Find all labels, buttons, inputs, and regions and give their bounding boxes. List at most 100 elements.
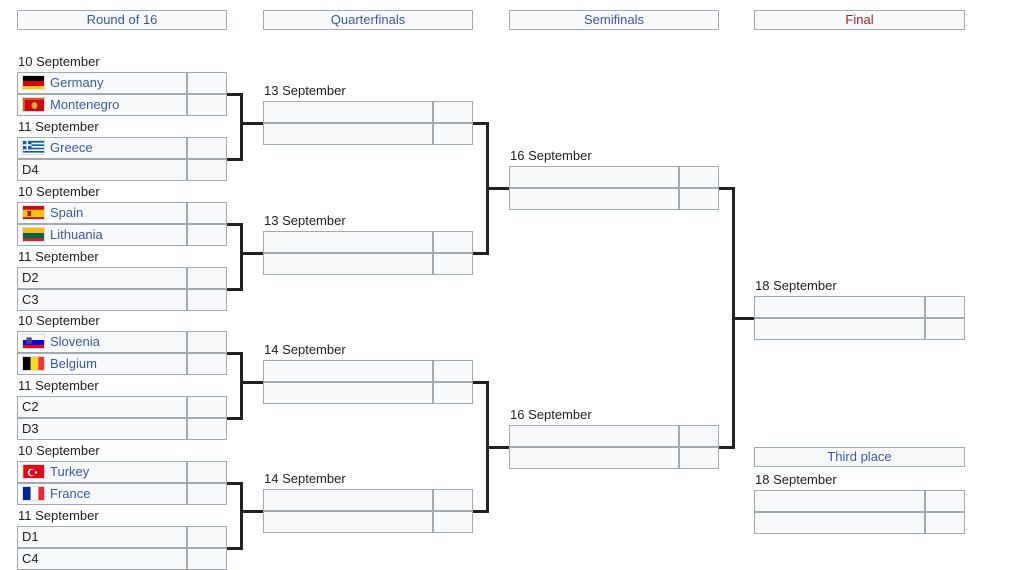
bracket-connector [227,352,241,355]
bracket-connector [473,510,487,513]
r16-match-3-team-1: Spain [17,202,187,224]
bracket-connector [227,288,241,291]
score-cell [187,418,227,440]
r16-match-6-team-2: D3 [17,418,187,440]
score-cell [433,382,473,404]
header-round-of-16: Round of 16 [17,10,227,30]
germany-flag-icon [22,75,45,90]
team-name-france[interactable]: France [50,486,91,501]
header-semifinals: Semifinals [509,10,719,30]
score-cell [187,72,227,94]
team-name-spain[interactable]: Spain [50,205,84,220]
team-name-c2: C2 [22,399,39,414]
qf-match-2-team-1 [263,231,433,253]
score-cell [679,425,719,447]
score-cell [187,548,227,570]
bracket-connector [719,187,733,190]
bracket-connector [473,122,487,125]
sf-match-1-date: 16 September [510,148,592,163]
score-cell [433,360,473,382]
bracket-connector [241,252,263,255]
score-cell [187,396,227,418]
score-cell [187,331,227,353]
r16-match-8-team-2: C4 [17,548,187,570]
r16-match-2-date: 11 September [18,119,99,134]
header-third-place: Third place [754,447,965,467]
team-name-c3: C3 [22,292,39,307]
team-name-greece[interactable]: Greece [50,140,93,155]
sf-match-2-team-1 [509,425,679,447]
score-cell [925,318,965,340]
team-name-slovenia[interactable]: Slovenia [50,334,100,349]
score-cell [433,231,473,253]
r16-match-1-date: 10 September [18,54,100,69]
team-name-d3: D3 [22,421,39,436]
spain-flag-icon [22,205,45,220]
bracket-connector [719,446,733,449]
greece-flag-icon [22,140,45,155]
team-name-montenegro[interactable]: Montenegro [50,97,120,112]
team-name-turkey[interactable]: Turkey [50,464,90,479]
lithuania-flag-icon [22,227,45,242]
qf-match-3-team-1 [263,360,433,382]
team-name-d2: D2 [22,270,39,285]
team-name-d1: D1 [22,529,39,544]
r16-match-1-team-2: Montenegro [17,94,187,116]
team-name-germany[interactable]: Germany [50,75,104,90]
bracket-connector [227,93,241,96]
bracket-connector [241,510,263,513]
france-flag-icon [22,486,45,501]
r16-match-7-team-1: Turkey [17,461,187,483]
bracket-connector [227,158,241,161]
r16-match-5-team-2: Belgium [17,353,187,375]
score-cell [925,490,965,512]
r16-match-6-team-1: C2 [17,396,187,418]
team-name-lithuania[interactable]: Lithuania [50,227,103,242]
final-match-team-2 [754,318,925,340]
score-cell [679,447,719,469]
bracket-connector [473,252,487,255]
bracket-connector [240,482,243,550]
score-cell [187,461,227,483]
qf-match-4-team-2 [263,511,433,533]
score-cell [433,489,473,511]
bracket-connector [473,381,487,384]
score-cell [187,483,227,505]
score-cell [187,94,227,116]
r16-match-3-date: 10 September [18,184,100,199]
slovenia-flag-icon [22,334,45,349]
score-cell [187,159,227,181]
belgium-flag-icon [22,356,45,371]
score-cell [925,512,965,534]
r16-match-4-team-1: D2 [17,267,187,289]
qf-match-2-date: 13 September [264,213,346,228]
score-cell [187,289,227,311]
bracket-connector [241,381,263,384]
bracket-connector [227,547,241,550]
team-name-belgium[interactable]: Belgium [50,356,97,371]
sf-match-2-team-2 [509,447,679,469]
r16-match-2-team-1: Greece [17,137,187,159]
bracket-connector [241,122,263,125]
r16-match-8-team-1: D1 [17,526,187,548]
qf-match-3-date: 14 September [264,342,346,357]
r16-match-5-date: 10 September [18,313,100,328]
r16-match-7-date: 10 September [18,443,100,458]
bracket-connector [240,352,243,420]
qf-match-1-team-1 [263,101,433,123]
montenegro-flag-icon [22,97,45,112]
score-cell [433,511,473,533]
score-cell [679,166,719,188]
header-final: Final [754,10,965,30]
bracket-connector [733,317,754,320]
r16-match-1-team-1: Germany [17,72,187,94]
team-name-c4: C4 [22,551,39,566]
r16-match-4-date: 11 September [18,249,99,264]
score-cell [187,267,227,289]
bracket-connector [227,482,241,485]
turkey-flag-icon [22,464,45,479]
r16-match-2-team-2: D4 [17,159,187,181]
r16-match-6-date: 11 September [18,378,99,393]
score-cell [433,253,473,275]
qf-match-1-date: 13 September [264,83,346,98]
